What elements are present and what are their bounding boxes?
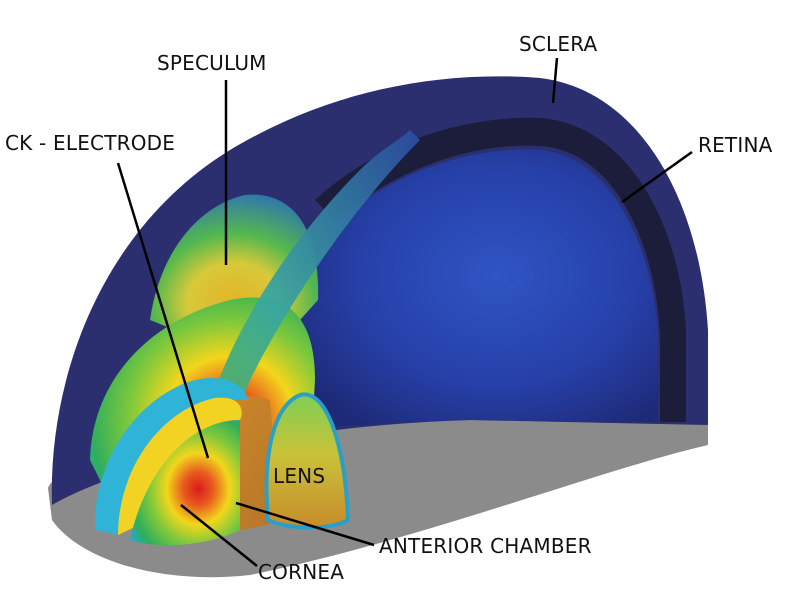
anterior-chamber-label: ANTERIOR CHAMBER — [379, 536, 592, 556]
lens-label: LENS — [273, 466, 325, 486]
sclera-label: SCLERA — [519, 34, 597, 54]
retina-label: RETINA — [698, 135, 773, 155]
speculum-label: SPECULUM — [157, 53, 267, 73]
cornea-label: CORNEA — [258, 562, 344, 582]
ck-electrode-label: CK - ELECTRODE — [5, 133, 175, 153]
